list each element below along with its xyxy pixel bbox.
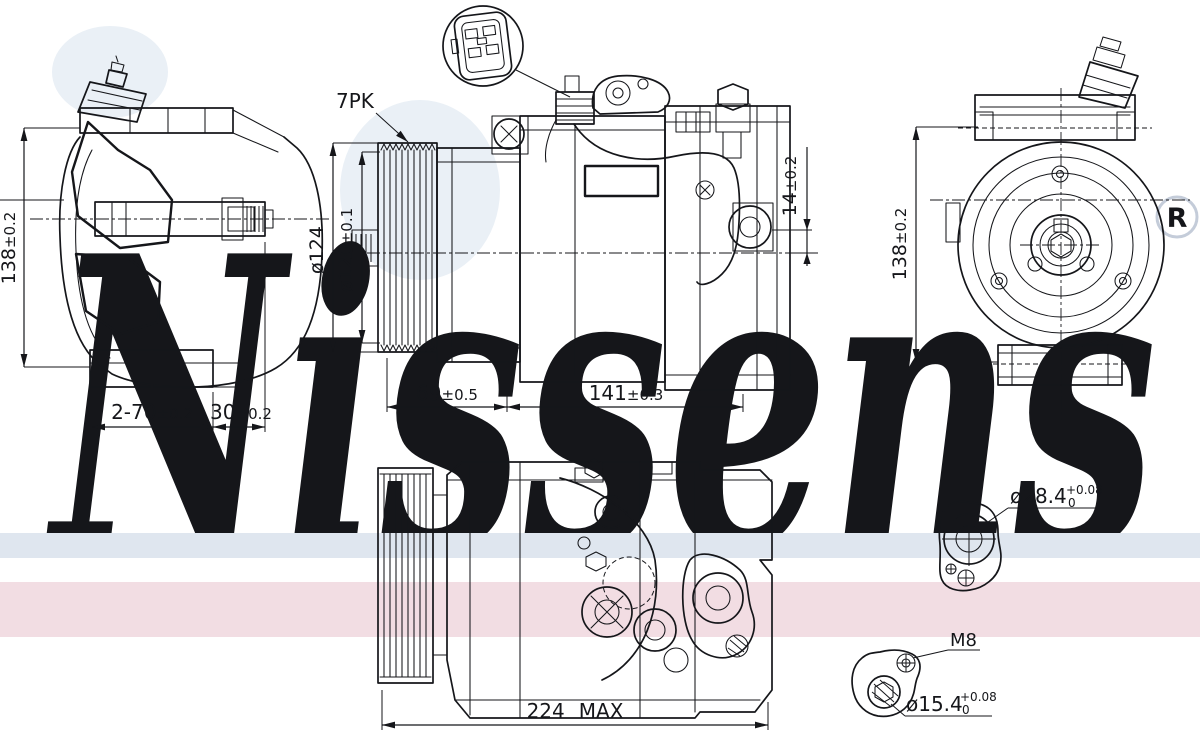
rear-clutch-view [930,36,1190,420]
rear-view-dimensions: 138±0.2 [889,126,998,363]
dim-bush-rear-dia-label: ø28.4 [1010,484,1067,508]
dim-bush-rear-tolzero-label: 0 [1068,496,1076,510]
dim-bush-front-tolzero-label: 0 [962,703,970,717]
bottom-view [377,458,773,719]
dim-height-right-label: 138±0.2 [889,208,911,281]
rear-bushing-detail: ø28.4 +0.08 0 [938,483,1103,592]
connector-detail-view [442,5,571,98]
front-side-view [345,74,818,391]
left-side-view [0,55,330,414]
dim-bush-rear-tolplus-label: +0.08 [1066,483,1103,497]
dim-belt-type-label: 7PK [336,89,375,113]
watermark-swoosh [52,26,168,118]
dim-body-length-label: 141±0.3 [589,381,664,405]
front-view-dimensions: 7PK ø124 ø120±0.1 69±0.5 141±0.3 14±0.2 [306,89,812,412]
registered-trademark-symbol: R [1155,195,1199,239]
dim-bush-front-dia-label: ø15.4 [906,692,963,716]
dim-base-span-label: 2-70±0.2 [111,400,193,424]
pink-stripe [0,582,1200,637]
dim-ear-offset-label: 14±0.2 [779,156,801,217]
left-view-dimensions: 138±0.2 2-70±0.2 30±0.2 [0,127,272,432]
registered-letter: R [1167,203,1188,234]
dim-front-length-label: 69±0.5 [416,381,478,405]
dim-bush-front-tolplus-label: +0.08 [960,690,997,704]
front-bushing-detail: M8 ø15.4 +0.08 0 [851,630,997,718]
dim-thread-label: M8 [950,630,977,651]
dim-pulley-pd-label: ø120±0.1 [335,208,357,292]
dim-height-left-label: 138±0.2 [0,212,20,285]
dim-pulley-od-label: ø124 [306,226,328,274]
dim-base-offset-label: 30±0.2 [210,400,272,424]
